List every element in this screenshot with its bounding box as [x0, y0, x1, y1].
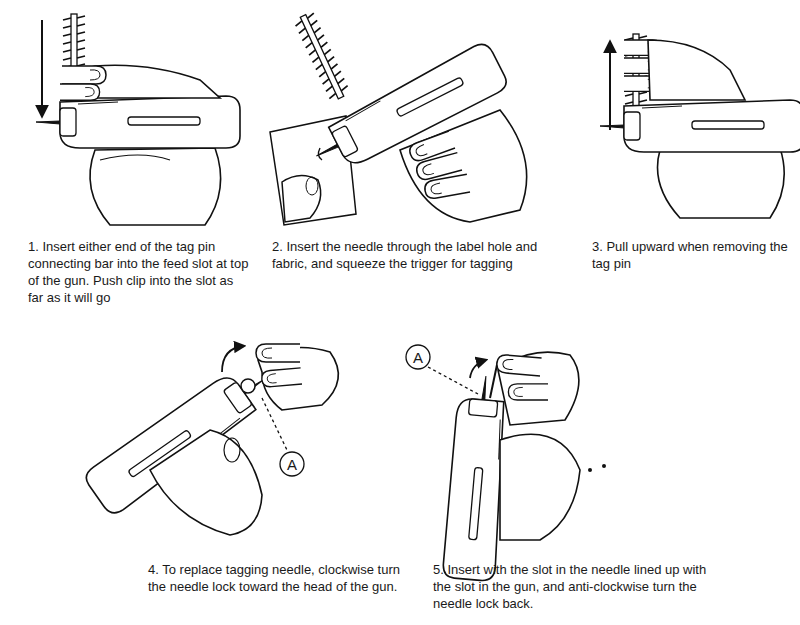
callout-circle: A [279, 451, 305, 477]
step-caption: 2. Insert the needle through the label h… [272, 238, 544, 272]
step-caption: 5. Insert with the slot in the needle li… [433, 561, 715, 612]
step-5-illustration [428, 352, 606, 581]
callout-letter: A [279, 456, 305, 473]
callout-letter: A [405, 349, 431, 366]
callout-circle: A [405, 344, 431, 370]
step-caption: 4. To replace tagging needle, clockwise … [148, 561, 410, 595]
step-4-illustration [82, 344, 338, 535]
step-caption: 3. Pull upward when removing the tag pin [592, 238, 797, 272]
step-caption: 1. Insert either end of the tag pin conn… [28, 238, 250, 306]
step-1-illustration [36, 14, 240, 225]
step-2-illustration [270, 11, 527, 225]
step-3-illustration [600, 34, 800, 218]
